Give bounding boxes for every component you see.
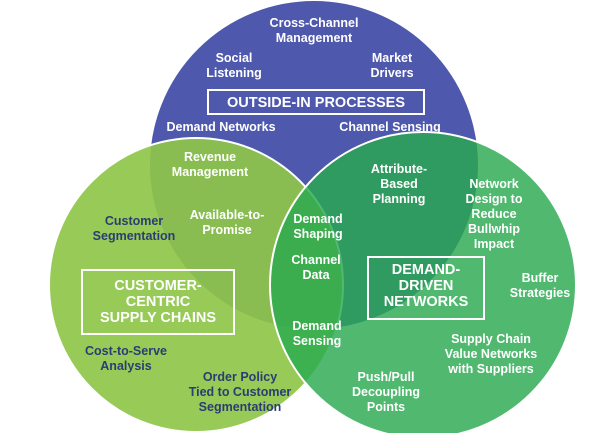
label-line: Points <box>367 400 405 414</box>
label-line: Listening <box>206 66 262 80</box>
label-line: Channel <box>291 253 340 267</box>
label-line: Value Networks <box>445 347 537 361</box>
available-to-promise-label: Available-to-Promise <box>190 208 265 237</box>
demand-networks-label: Demand Networks <box>166 120 275 134</box>
label-line: Analysis <box>100 359 151 373</box>
label-line: Attribute- <box>371 162 427 176</box>
label-line: Decoupling <box>352 385 420 399</box>
label-line: Data <box>302 268 330 282</box>
label-line: Reduce <box>471 207 516 221</box>
label-line: Sensing <box>293 334 342 348</box>
label-line: with Suppliers <box>447 362 533 376</box>
label-line: Cross-Channel <box>270 16 359 30</box>
label-line: Demand <box>292 319 341 333</box>
label-line: DEMAND- <box>392 262 461 278</box>
label-line: Management <box>276 31 353 45</box>
customer-centric-title-box <box>81 269 235 335</box>
label-line: SUPPLY CHAINS <box>100 310 216 326</box>
demand-driven-networks-circle <box>269 131 577 433</box>
label-line: DRIVEN <box>399 278 454 294</box>
label-line: Drivers <box>370 66 413 80</box>
outside-in-title-box <box>207 89 425 115</box>
label-line: Available-to- <box>190 208 265 222</box>
label-line: Bullwhip <box>468 222 520 236</box>
label-line: Segmentation <box>93 229 176 243</box>
label-line: Design to <box>466 192 523 206</box>
label-line: Impact <box>474 237 515 251</box>
label-line: CENTRIC <box>126 294 191 310</box>
label-line: Customer <box>105 214 163 228</box>
demand-driven-title-box <box>367 256 485 320</box>
channel-sensing-label: Channel Sensing <box>339 120 440 134</box>
label-line: Promise <box>202 223 251 237</box>
label-line: Strategies <box>510 286 570 300</box>
label-line: Market <box>372 51 413 65</box>
label-line: Demand Networks <box>166 120 275 134</box>
label-line: Cost-to-Serve <box>85 344 167 358</box>
label-line: Segmentation <box>199 400 282 414</box>
label-line: Planning <box>373 192 426 206</box>
label-line: Buffer <box>522 271 559 285</box>
label-line: Supply Chain <box>451 332 531 346</box>
outside-in-title: OUTSIDE-IN PROCESSES <box>227 95 405 111</box>
label-line: Network <box>469 177 518 191</box>
label-line: Tied to Customer <box>189 385 292 399</box>
label-line: Management <box>172 165 249 179</box>
label-line: Demand <box>293 212 342 226</box>
label-line: Revenue <box>184 150 236 164</box>
label-line: Based <box>380 177 418 191</box>
label-line: CUSTOMER- <box>114 278 202 294</box>
label-line: Shaping <box>293 227 342 241</box>
label-line: Social <box>216 51 253 65</box>
label-line: Channel Sensing <box>339 120 440 134</box>
label-line: Push/Pull <box>358 370 415 384</box>
label-line: Order Policy <box>203 370 277 384</box>
label-line: NETWORKS <box>384 294 469 310</box>
